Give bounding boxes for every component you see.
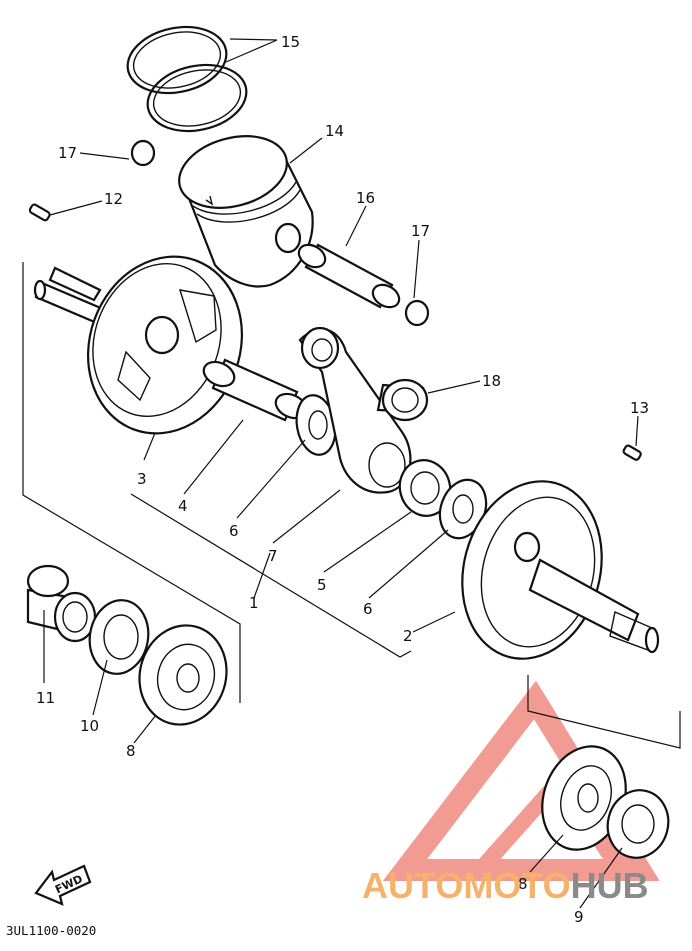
oil-seal-10 — [88, 599, 150, 675]
callout-leaders — [43, 38, 639, 909]
assembly-bracket-lines — [22, 262, 681, 749]
watermark-text: AUTOMOTOHUB — [362, 865, 649, 906]
callout-2: 2 — [403, 627, 413, 645]
watermark-right: HUB — [571, 865, 649, 906]
connecting-rod — [298, 326, 412, 494]
callout-8-left: 8 — [126, 742, 136, 760]
callout-16: 16 — [356, 189, 375, 207]
woodruff-key-right — [622, 444, 642, 461]
callout-17-left: 17 — [58, 144, 77, 162]
ball-bearing-8-left — [138, 624, 228, 726]
callout-10: 10 — [80, 717, 99, 735]
callout-numbers: 15 17 12 14 16 17 18 13 3 4 6 7 1 5 6 2 … — [36, 33, 649, 926]
callout-4: 4 — [178, 497, 188, 515]
needle-bearing-small-end — [376, 378, 429, 422]
oil-seal-9 — [606, 789, 670, 859]
callout-9: 9 — [574, 908, 584, 926]
piston — [178, 135, 314, 288]
drawing-code: 3UL1100-0020 — [6, 923, 96, 938]
callout-3: 3 — [137, 470, 147, 488]
circlip-left — [130, 139, 156, 167]
crank-left — [33, 255, 244, 435]
callout-8-right: 8 — [518, 875, 528, 893]
callout-7: 7 — [268, 547, 278, 565]
callout-15: 15 — [281, 33, 300, 51]
callout-6-right: 6 — [363, 600, 373, 618]
callout-12: 12 — [104, 190, 123, 208]
callout-5: 5 — [317, 576, 327, 594]
woodruff-key-left — [28, 203, 51, 222]
needle-bearing-big-end — [398, 459, 452, 517]
thrust-washer-right — [438, 478, 488, 540]
watermark-left: AUTOMOTO — [362, 865, 571, 906]
circlip-right — [404, 299, 430, 327]
fwd-arrow: FWD — [34, 864, 92, 906]
piston-pin — [297, 243, 401, 309]
thrust-washer-left — [295, 394, 337, 456]
callout-18: 18 — [482, 372, 501, 390]
callout-13: 13 — [630, 399, 649, 417]
crank-right — [461, 480, 660, 660]
piston-rings — [126, 25, 248, 133]
collar-11 — [26, 564, 97, 643]
callout-1: 1 — [249, 594, 259, 612]
crank-pin — [202, 358, 308, 422]
callout-11: 11 — [36, 689, 55, 707]
callout-6-left: 6 — [229, 522, 239, 540]
callout-17-right: 17 — [411, 222, 430, 240]
callout-14: 14 — [325, 122, 344, 140]
